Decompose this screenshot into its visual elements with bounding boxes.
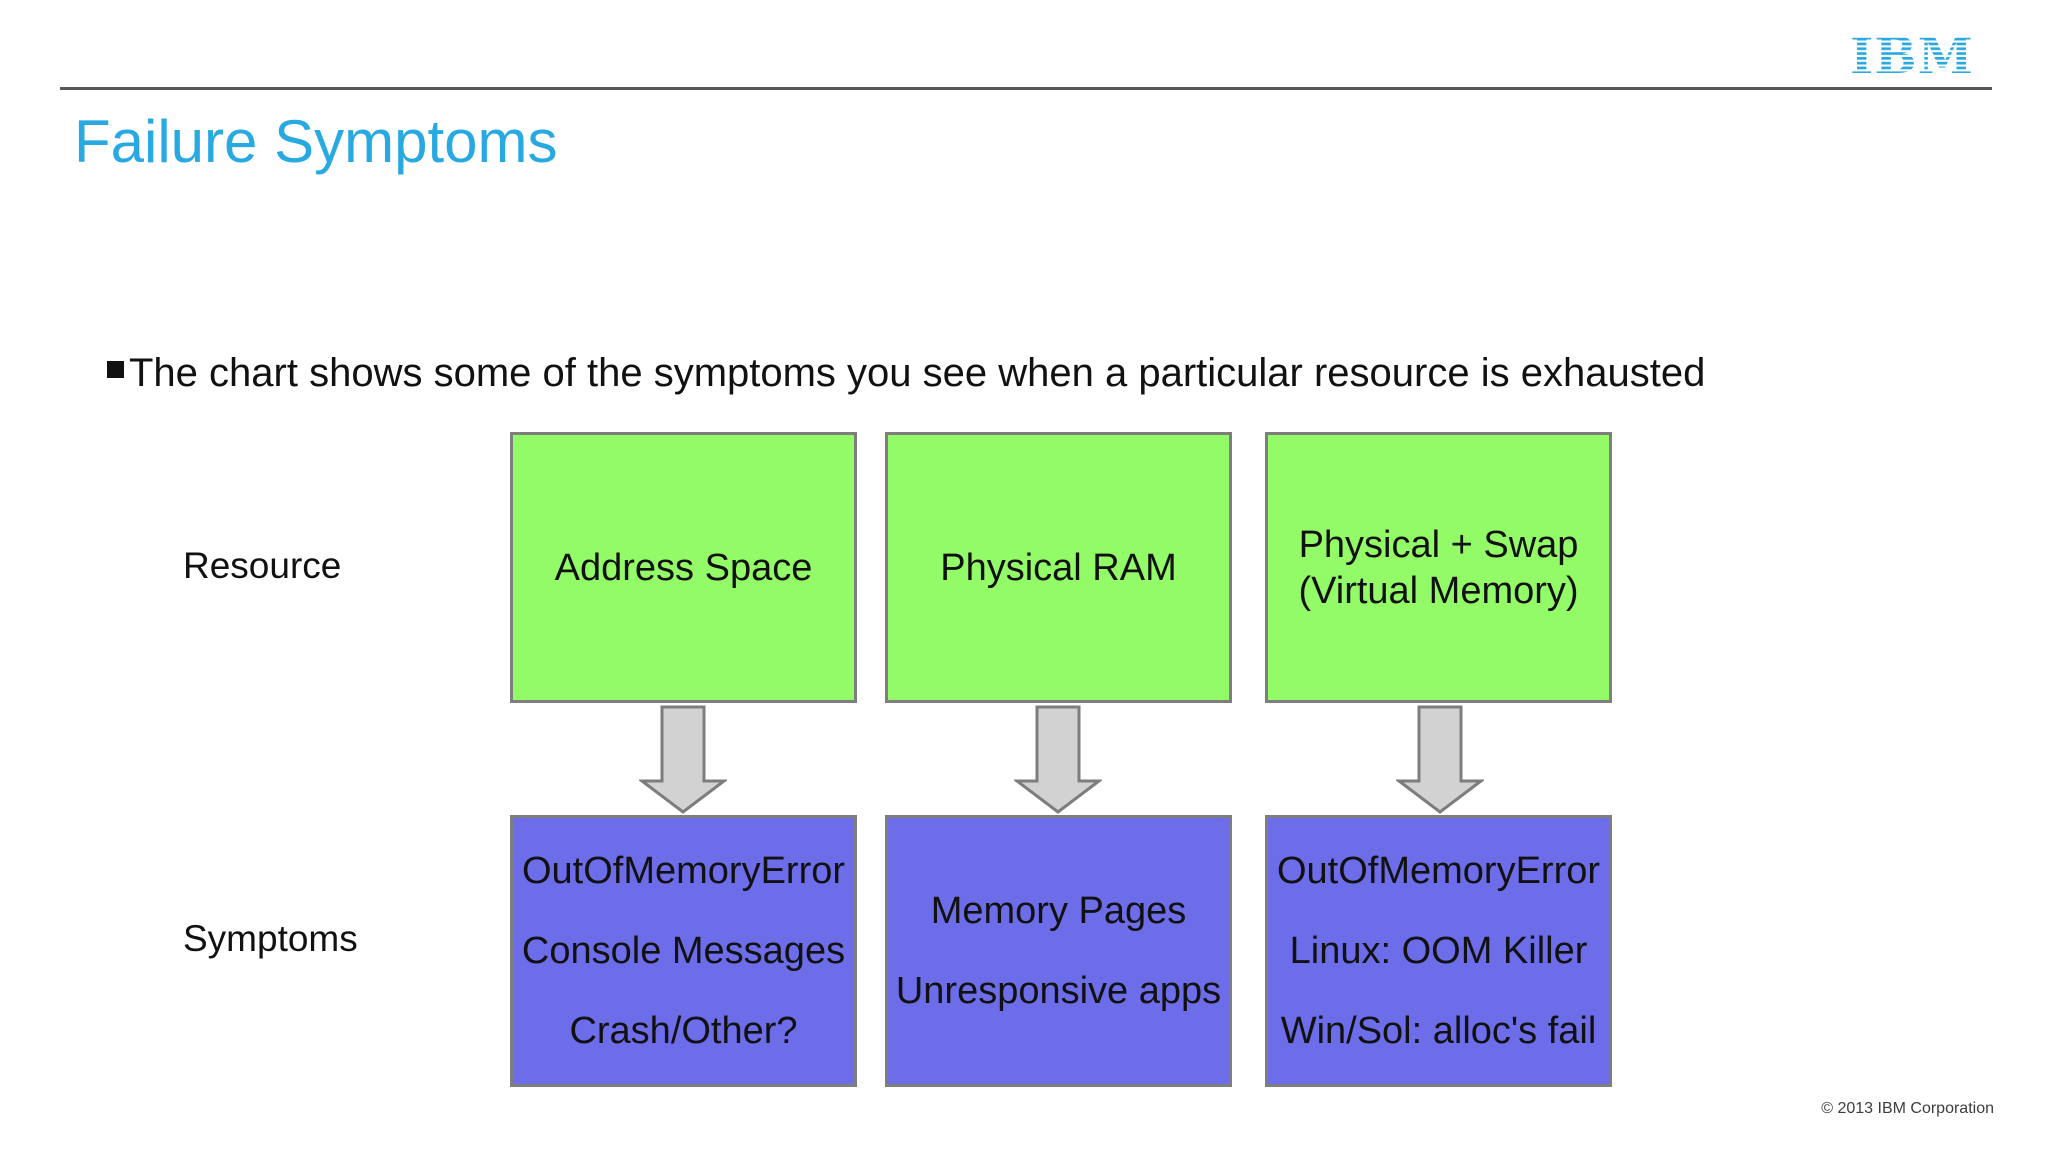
symptom-line: Console Messages	[521, 930, 846, 972]
copyright-notice: © 2013 IBM Corporation	[1821, 1100, 1994, 1117]
symptom-line: OutOfMemoryError	[1276, 850, 1601, 892]
symptom-line: Linux: OOM Killer	[1289, 930, 1588, 972]
down-arrow-icon	[1396, 705, 1484, 814]
symptom-line: Crash/Other?	[569, 1010, 798, 1052]
symptom-line: Memory Pages	[930, 890, 1187, 932]
header-divider	[60, 87, 1992, 90]
resource-label: Address Space	[554, 546, 813, 589]
ibm-logo-icon: IBM	[1850, 32, 1974, 78]
down-arrow-icon	[639, 705, 727, 814]
resource-label-line2: (Virtual Memory)	[1298, 569, 1579, 612]
symptom-box-address-space: OutOfMemoryError Console Messages Crash/…	[510, 815, 857, 1087]
row-label-symptoms: Symptoms	[183, 918, 358, 959]
resource-box-physical-ram: Physical RAM	[885, 432, 1232, 703]
symptom-line: Win/Sol: alloc's fail	[1280, 1010, 1597, 1052]
symptom-line: Unresponsive apps	[895, 970, 1222, 1012]
row-label-resource: Resource	[183, 545, 342, 586]
symptom-box-virtual-memory: OutOfMemoryError Linux: OOM Killer Win/S…	[1265, 815, 1612, 1087]
resource-label: Physical RAM	[940, 546, 1177, 589]
bullet-marker	[107, 361, 124, 378]
bullet-item: The chart shows some of the symptoms you…	[107, 350, 1907, 396]
resource-label-line1: Physical + Swap	[1298, 523, 1579, 566]
bullet-text: The chart shows some of the symptoms you…	[129, 351, 1706, 395]
resource-box-address-space: Address Space	[510, 432, 857, 703]
symptom-line: OutOfMemoryError	[521, 850, 846, 892]
page-title: Failure Symptoms	[74, 108, 558, 175]
symptom-box-physical-ram: Memory Pages Unresponsive apps	[885, 815, 1232, 1087]
ibm-logo-text: IBM	[1850, 32, 1974, 78]
resource-box-virtual-memory: Physical + Swap (Virtual Memory)	[1265, 432, 1612, 703]
down-arrow-icon	[1014, 705, 1102, 814]
